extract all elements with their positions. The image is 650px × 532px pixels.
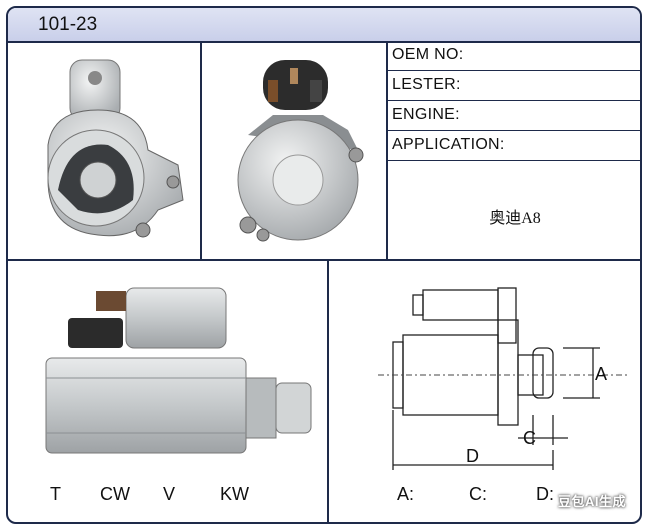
spec-row-oem: OEM NO: bbox=[388, 41, 640, 71]
label-kw: KW bbox=[220, 484, 249, 504]
label-v: V bbox=[163, 484, 176, 504]
ai-watermark: 豆包AI生成 bbox=[557, 494, 626, 509]
grid-line bbox=[200, 41, 202, 259]
dim-label-d: D bbox=[466, 446, 479, 466]
dim-label-a: A bbox=[595, 364, 607, 384]
grid-line bbox=[327, 261, 329, 522]
label-cw: CW bbox=[100, 484, 130, 504]
grid-line bbox=[386, 41, 388, 259]
label-c-dim: C: bbox=[469, 484, 487, 504]
application-value: 奥迪A8 bbox=[489, 210, 541, 227]
label-t: T bbox=[50, 484, 61, 504]
label-a-dim: A: bbox=[397, 484, 415, 504]
label-d-dim: D: bbox=[536, 484, 554, 504]
dim-label-c: C bbox=[523, 428, 536, 448]
starter-rear-photo bbox=[47, 59, 184, 238]
model-number: 101-23 bbox=[38, 14, 98, 35]
spec-row-lester: LESTER: bbox=[388, 71, 640, 101]
spec-label-application: APPLICATION: bbox=[392, 136, 505, 153]
spec-row-application: APPLICATION: bbox=[388, 131, 640, 161]
starter-front-photo bbox=[237, 60, 364, 242]
spec-label-lester: LESTER: bbox=[392, 76, 461, 93]
spec-label-engine: ENGINE: bbox=[392, 106, 460, 123]
spec-label-oem: OEM NO: bbox=[392, 46, 464, 63]
grid-line bbox=[8, 259, 640, 261]
header-bar: 101-23 bbox=[8, 8, 640, 43]
spec-row-engine: ENGINE: bbox=[388, 101, 640, 131]
sheet-frame: 101-23 OEM NO: LESTER: ENGINE: APPLICATI… bbox=[6, 6, 642, 524]
dimension-diagram: A C D bbox=[378, 287, 628, 470]
starter-side-photo bbox=[45, 287, 312, 454]
